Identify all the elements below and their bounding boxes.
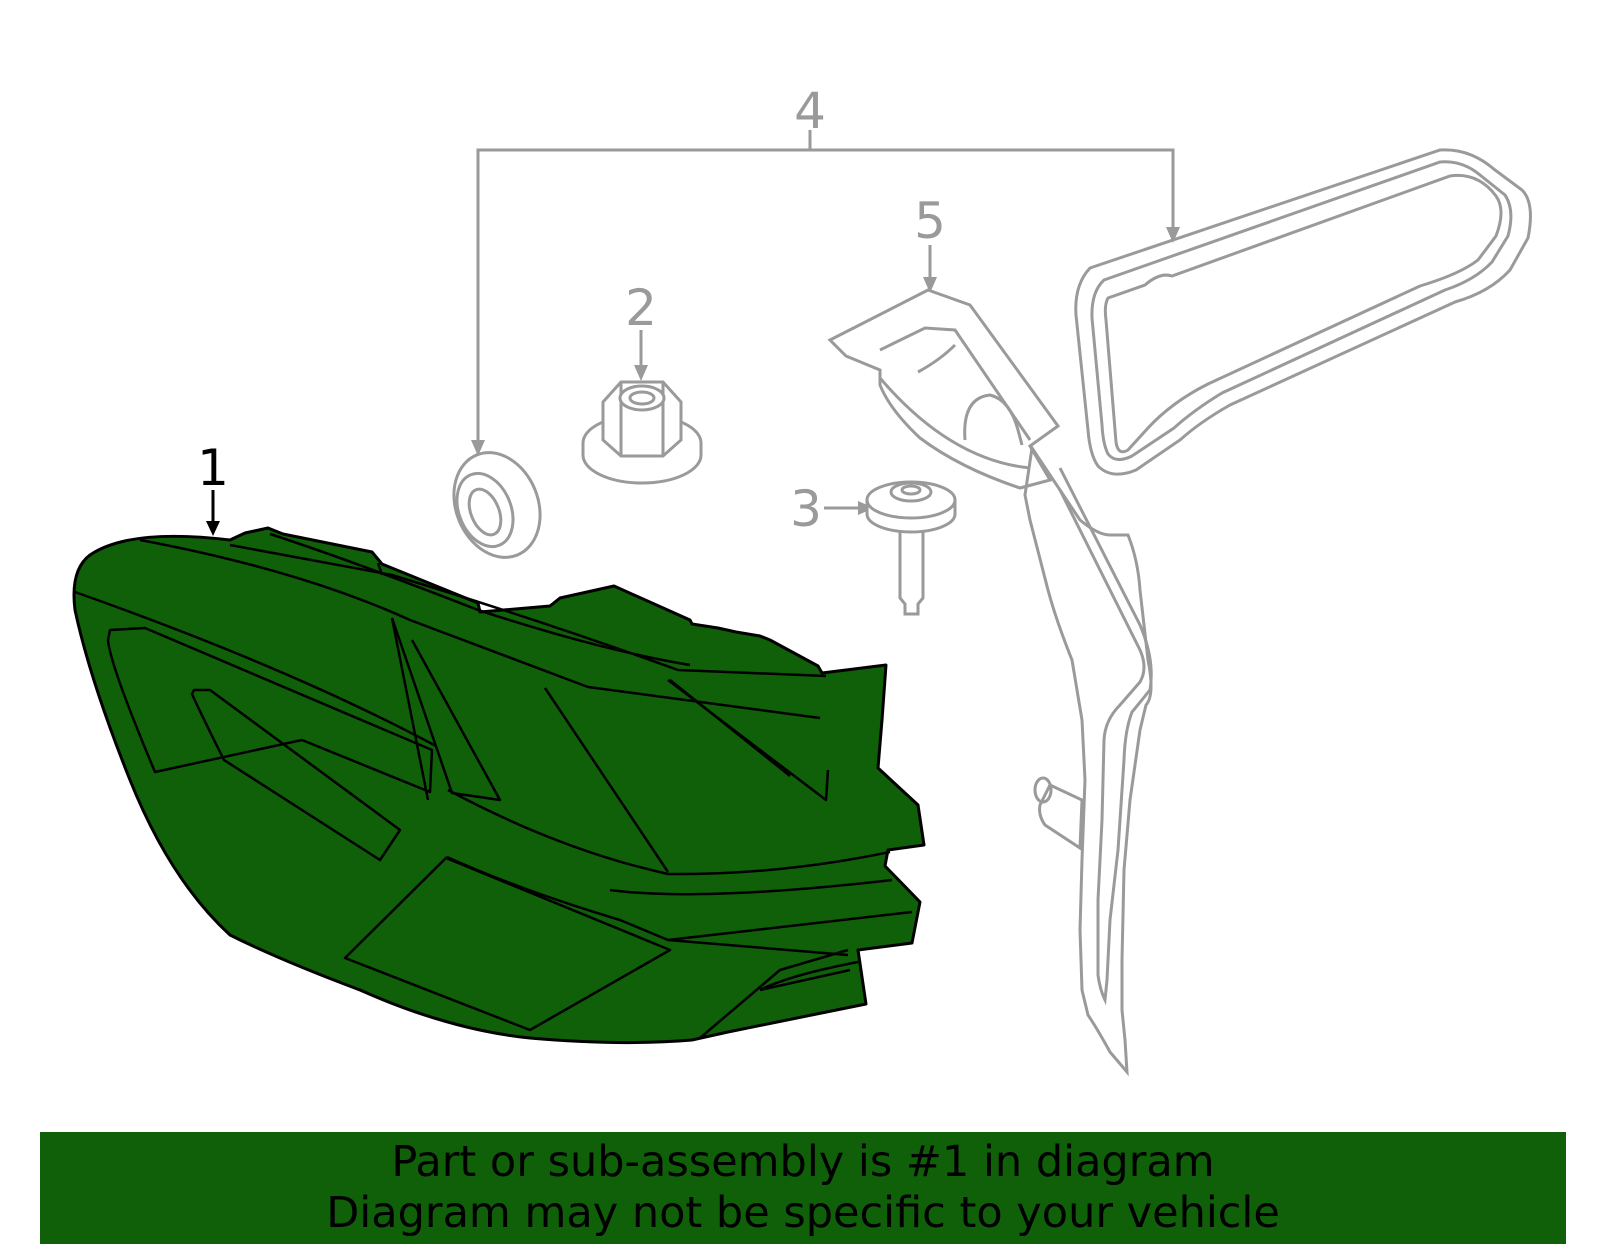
- callout-number-2: 2: [625, 279, 657, 337]
- tail-lamp-assembly: [72, 526, 926, 1045]
- callout-1-arrow: [206, 490, 220, 536]
- callout-4-arrowheads: [471, 227, 1180, 456]
- side-trim-part: [1023, 443, 1153, 1077]
- grommet-part: [452, 451, 542, 559]
- lens-gasket-part: [1074, 148, 1532, 476]
- info-banner: Part or sub-assembly is #1 in diagram Di…: [40, 1132, 1566, 1244]
- callout-number-5: 5: [914, 192, 946, 250]
- banner-line-1: Part or sub-assembly is #1 in diagram: [391, 1137, 1215, 1187]
- flange-nut-part: [581, 380, 703, 485]
- callout-4-bracket: [476, 130, 1175, 455]
- mounting-bracket-part: [827, 288, 1061, 490]
- callout-number-1: 1: [197, 439, 229, 497]
- callout-number-3: 3: [790, 480, 822, 538]
- callout-5-arrow: [923, 245, 937, 293]
- push-pin-part: [865, 480, 957, 616]
- callout-number-4: 4: [794, 82, 826, 140]
- banner-line-2: Diagram may not be specific to your vehi…: [326, 1188, 1280, 1238]
- callout-2-arrow: [634, 330, 648, 381]
